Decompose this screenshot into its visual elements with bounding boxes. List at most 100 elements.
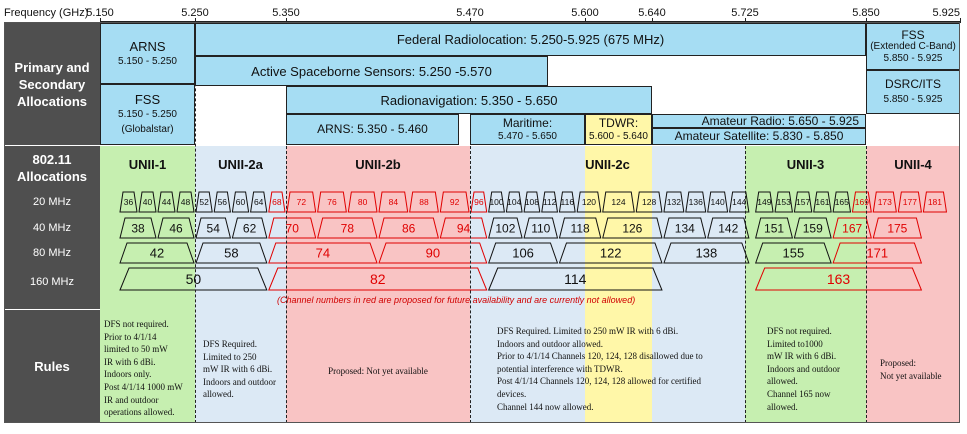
active-spaceborne-label: Active Spaceborne Sensors: 5.250 -5.570 — [251, 63, 492, 79]
channel-number: 136 — [689, 197, 703, 207]
channel-shape — [157, 191, 176, 213]
axis-tick-label: 5.850 — [852, 7, 880, 19]
band-divider — [745, 146, 746, 423]
channel-shape — [488, 217, 523, 239]
channel-number: 76 — [327, 197, 337, 207]
axis-tick-mark — [585, 18, 586, 23]
channel-shape — [195, 242, 268, 264]
channel-number: 140 — [711, 197, 725, 207]
channel-number: 88 — [419, 197, 429, 207]
channel-shape — [602, 217, 663, 239]
axis-tick-label: 5.350 — [272, 7, 300, 19]
axis-tick-mark — [960, 18, 961, 23]
channel-number: 165 — [835, 197, 849, 207]
primary-allocations-header: Primary and Secondary Allocations — [4, 23, 100, 145]
channel-number: 138 — [696, 246, 718, 261]
fss-left-name: FSS — [134, 92, 161, 107]
channel-number: 36 — [124, 197, 134, 207]
channel-shape — [231, 217, 268, 239]
channel-shape — [488, 191, 505, 213]
channel-shape — [707, 191, 729, 213]
tdwr-name: TDWR: — [598, 115, 639, 130]
axis-tick-label: 5.925 — [932, 7, 960, 19]
axis-tick-label: 5.250 — [181, 7, 209, 19]
channel-number: 104 — [507, 197, 521, 207]
channel-shape — [832, 191, 852, 213]
channel-number: 44 — [162, 197, 172, 207]
channel-shape — [268, 267, 488, 291]
rules-label: Rules — [34, 358, 70, 374]
channel-number: 48 — [181, 197, 191, 207]
axis-tick-mark — [745, 18, 746, 23]
channel-number: 40 — [143, 197, 153, 207]
channel-number: 46 — [169, 221, 183, 235]
channel-number: 70 — [286, 221, 300, 235]
channel-shape — [754, 242, 832, 264]
channel-shape — [872, 217, 923, 239]
channel-shape — [487, 242, 559, 264]
channel-shape — [268, 242, 378, 264]
channel-number: 120 — [582, 197, 596, 207]
arns-top-band: ARNS 5.150 - 5.250 — [100, 23, 195, 84]
fss-left-band: FSS 5.150 - 5.250 (Globalstar) — [100, 84, 195, 145]
channel-number: 54 — [207, 221, 221, 235]
unii-label: UNII-3 — [786, 157, 825, 172]
arns-top-range: 5.150 - 5.250 — [118, 55, 177, 67]
channel-shape — [119, 217, 157, 239]
arns-top-name: ARNS — [129, 38, 166, 54]
channel-shape — [347, 191, 378, 213]
channel-number: 56 — [218, 197, 228, 207]
channel-number: 171 — [866, 246, 888, 261]
channel-shape — [523, 191, 541, 213]
axis-tick-label: 5.600 — [571, 7, 599, 19]
channel-number: 159 — [803, 221, 823, 235]
channel-number: 155 — [783, 246, 805, 261]
channel-number: 149 — [757, 197, 771, 207]
channel-number: 42 — [150, 246, 164, 261]
wifi-allocations-label: 802.11 Allocations — [16, 152, 88, 184]
fss-right-band: FSS (Extended C-Band) 5.850 - 5.925 — [866, 23, 960, 70]
channel-shape — [439, 191, 470, 213]
maritime-range: 5.470 - 5.650 — [498, 130, 557, 142]
channel-number: 167 — [842, 221, 862, 235]
channel-shape — [119, 242, 195, 264]
channel-number: 153 — [777, 197, 791, 207]
channel-shape — [213, 191, 231, 213]
unii-label: UNII-2a — [218, 157, 263, 172]
channel-shape — [832, 242, 923, 264]
channel-number: 38 — [131, 221, 145, 235]
channel-number: 64 — [254, 197, 264, 207]
dsrc-name: DSRC/ITS — [884, 77, 941, 91]
unii-label: UNII-4 — [894, 157, 932, 172]
axis-label: Frequency (GHz) — [4, 7, 89, 19]
rules-unii2c: DFS Required. Limited to 250 mW IR with … — [497, 326, 703, 412]
channel-shape — [755, 191, 774, 213]
channel-number: 68 — [272, 197, 282, 207]
tdwr-band: TDWR: 5.600 - 5.640 — [585, 114, 652, 145]
channel-shape — [138, 191, 157, 213]
axis-line — [100, 21, 960, 22]
width-label: 160 MHz — [29, 276, 75, 288]
channel-shape — [176, 191, 195, 213]
channel-number: 60 — [236, 197, 246, 207]
channel-number: 118 — [571, 221, 590, 235]
width-label: 80 MHz — [33, 247, 71, 259]
channel-number: 173 — [878, 197, 892, 207]
channel-number: 157 — [796, 197, 810, 207]
federal-radiolocation-label: Federal Radiolocation: 5.250-5.925 (675 … — [396, 32, 665, 47]
channel-shape — [541, 191, 559, 213]
width-label: 20 MHz — [33, 196, 71, 208]
axis-tick-label: 5.725 — [731, 7, 759, 19]
dsrc-range: 5.850 - 5.925 — [883, 94, 943, 105]
radionavigation-label: Radionavigation: 5.350 - 5.650 — [380, 92, 558, 108]
axis-tick-mark — [100, 18, 101, 23]
channel-shape — [378, 191, 409, 213]
proposed-note: (Channel numbers in red are proposed for… — [277, 295, 636, 305]
channel-shape — [635, 191, 663, 213]
wifi-allocations-header: 802.11 Allocations — [4, 146, 100, 309]
unii-label: UNII-2c — [585, 157, 630, 172]
channel-shape — [268, 217, 317, 239]
channel-number: 112 — [543, 197, 557, 207]
